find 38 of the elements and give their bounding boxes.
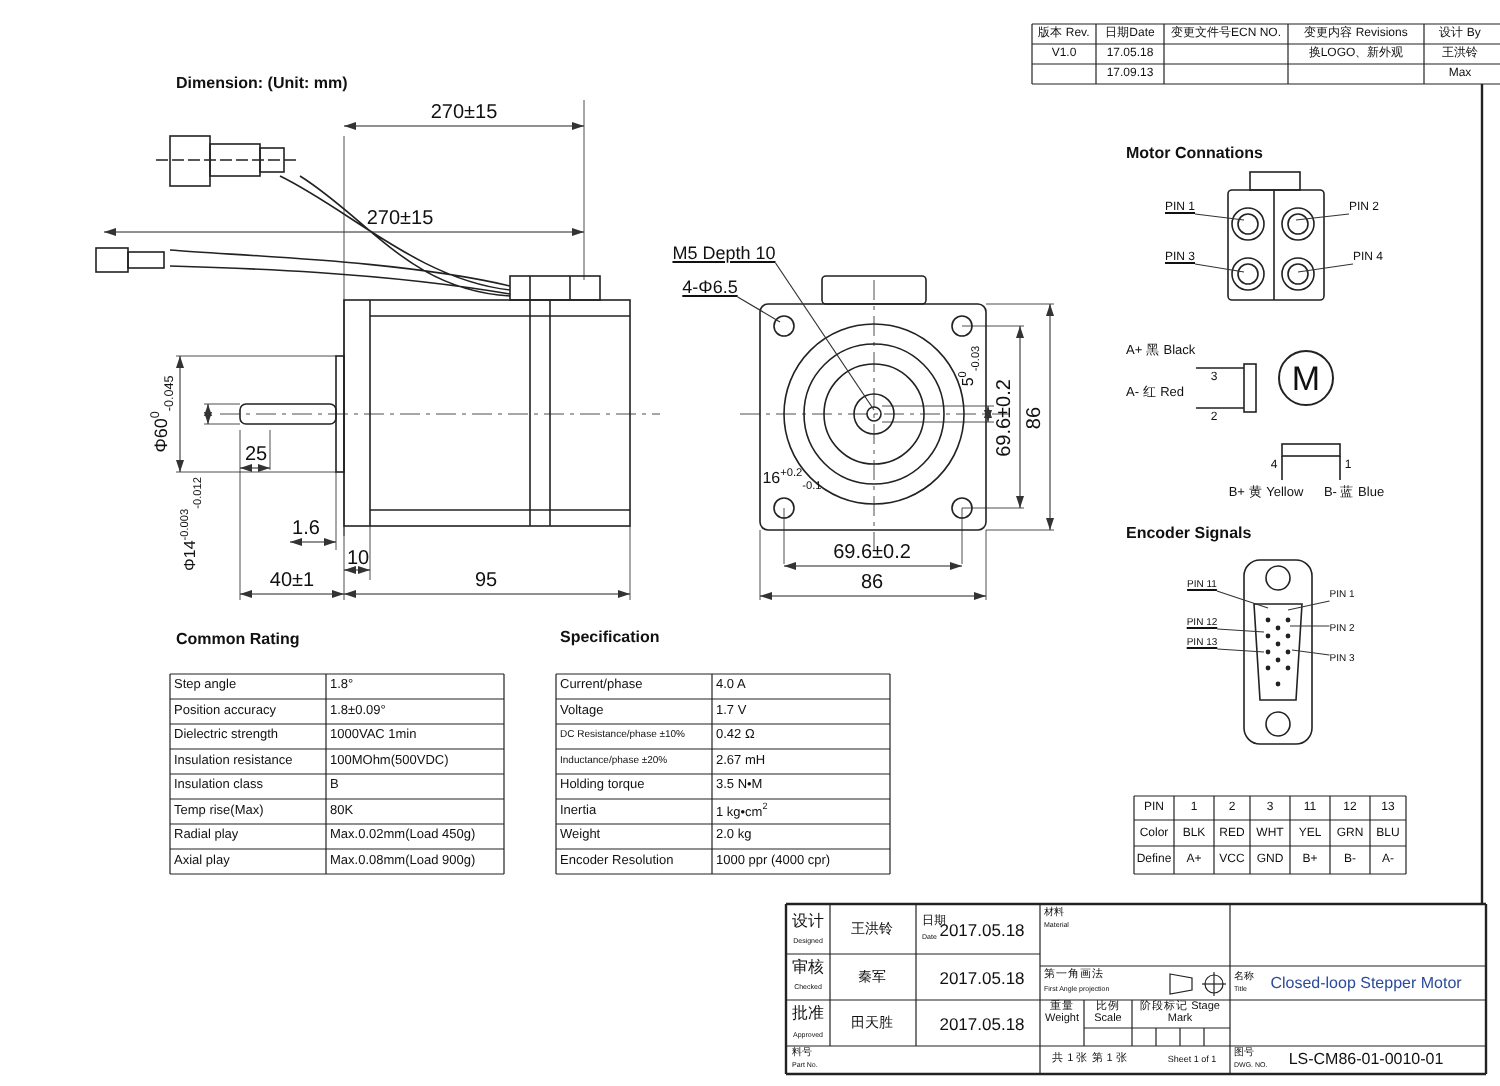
leader-line: [1216, 628, 1265, 633]
leader-line: [1287, 600, 1331, 611]
leader-line: [1291, 649, 1331, 656]
callout-label: M5 Depth 10: [672, 245, 776, 263]
callout-label: 4-Φ6.5: [682, 279, 738, 297]
dimension-label: 1.6: [292, 520, 320, 540]
motor-symbol: M: [1278, 350, 1334, 406]
dimension-label: 10: [346, 550, 370, 570]
dimension-label: 69.6±0.2: [996, 379, 1016, 457]
leader-line: [1289, 625, 1331, 627]
leader-line: [737, 296, 781, 323]
dimension-label: 270±15: [366, 210, 434, 230]
title-block-text: 审核: [792, 960, 824, 976]
title-block-text: 设计: [792, 914, 824, 930]
title-block-text: Closed-loop Stepper Motor: [1270, 976, 1462, 992]
title-block-text: LS-CM86-01-0010-01: [1288, 1052, 1444, 1068]
dimension-label: 270±15: [430, 104, 498, 124]
section-heading: Dimension: (Unit: mm): [176, 76, 348, 92]
dimension-label: 40±1: [269, 572, 315, 592]
leader-line: [1295, 213, 1350, 221]
dimension-label: 95: [474, 572, 498, 592]
leader-line: [774, 262, 875, 411]
title-block-text: 2017.05.18: [939, 969, 1025, 987]
leader-line: [1194, 213, 1245, 221]
title-block-text: 2017.05.18: [939, 1015, 1025, 1033]
leader-line: [1297, 263, 1354, 273]
dimension-label: 86: [1026, 406, 1046, 430]
dimension-label: 25: [244, 446, 268, 466]
leader-line: [1216, 590, 1269, 609]
dimension-label: 86: [860, 574, 884, 594]
section-heading: Motor Connations: [1126, 146, 1263, 162]
dimension-label: 69.6±0.2: [833, 544, 911, 564]
leader-line: [1216, 648, 1265, 653]
section-heading: Common Rating: [176, 632, 300, 648]
leader-line: [1194, 263, 1245, 273]
section-heading: Specification: [560, 630, 660, 646]
title-block-text: 批准: [792, 1006, 824, 1022]
section-heading: Encoder Signals: [1126, 526, 1252, 542]
